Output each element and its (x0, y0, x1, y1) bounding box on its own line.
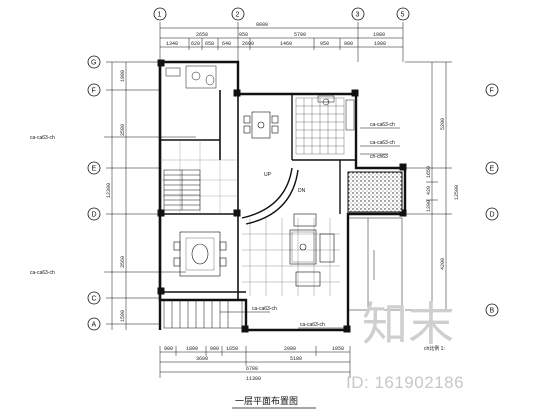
right-dimensions (405, 61, 452, 311)
dining-table (243, 111, 279, 139)
axis-2-label: 2 (236, 12, 240, 19)
top-dimensions (159, 22, 404, 62)
dim-top-total: 9000 (256, 22, 268, 28)
top-axis-markers: 1 2 3 5 (153, 7, 410, 21)
dim-right-5: 420 (426, 186, 432, 195)
bottom-dimension-text: 900 1800 900 1650 2080 1050 3600 5180 67… (164, 346, 344, 382)
dim-top-3: 5700 (294, 32, 306, 38)
dim-bottom-total-2: 11300 (246, 376, 261, 382)
axis-1-label: 1 (158, 12, 162, 19)
living-tile-grid (242, 218, 340, 296)
dim-bottom-3: 900 (210, 346, 219, 352)
axis-right-D-label: D (490, 212, 495, 219)
dim-bottom-6: 1050 (332, 346, 344, 352)
dim-top-d6: 1460 (280, 41, 292, 47)
dim-top-4: 1980 (373, 32, 385, 38)
scale-note: ch比例 1: (424, 345, 445, 352)
axis-E-label: E (92, 166, 97, 173)
leader-label-1: ca-ca63-ch (30, 135, 55, 141)
lightwell-hatched-area (347, 171, 403, 213)
axis-A-label: A (92, 322, 97, 329)
dim-bottom-mid-2: 5180 (290, 356, 302, 362)
left-dimensions (106, 61, 160, 330)
stair-up-label: UP (264, 172, 272, 178)
kitchen-tile-grid (295, 97, 345, 155)
dim-bottom-4: 1650 (226, 346, 238, 352)
curved-partition (241, 167, 299, 225)
staircase (163, 169, 201, 211)
dim-left-4: 3560 (120, 256, 126, 268)
lounge-table-set (173, 231, 227, 277)
right-dimension-text: 5200 4200 12500 1650 420 1200 (426, 118, 460, 270)
axis-F-label: F (92, 88, 96, 95)
axis-right-E-label: E (490, 166, 495, 173)
drawing-title: 一层平面布置图 (235, 395, 298, 407)
dim-top-d8: 900 (344, 41, 353, 47)
dim-top-2: 950 (239, 32, 248, 38)
kitchen-counter (317, 95, 355, 131)
bathroom-fixtures (165, 65, 217, 89)
dim-left-3: 12300 (106, 183, 112, 198)
axis-C-label: C (92, 296, 97, 303)
dim-top-1: 2650 (196, 32, 208, 38)
dim-left-5: 1590 (120, 310, 126, 322)
dim-left-1: 1980 (120, 70, 126, 82)
axis-5-label: 5 (401, 12, 405, 19)
axis-right-F-label: F (490, 88, 494, 95)
left-dimension-text: 1980 3580 12300 3560 1590 (106, 70, 126, 322)
leader-lines (104, 127, 400, 329)
leader-label-7: ca-ca63-ch (252, 306, 277, 312)
dim-bottom-2: 1800 (186, 346, 198, 352)
dim-top-d3: 650 (205, 41, 214, 47)
right-axis-markers: F E D B (485, 83, 499, 317)
dim-top-d5: 2600 (242, 41, 254, 47)
dim-right-6: 1200 (426, 200, 432, 212)
top-dimension-text: 9000 2650 950 5700 1980 1340 620 650 640… (166, 22, 386, 47)
dim-bottom-mid-1: 3600 (196, 356, 208, 362)
watermark-id: ID: 161902186 (346, 373, 464, 392)
dim-bottom-1: 900 (164, 346, 173, 352)
axis-D-label: D (92, 212, 97, 219)
exterior-steps (347, 217, 403, 311)
leader-label-6: ca-ca63-ch (300, 322, 325, 328)
watermark: 知末 ID: 161902186 (346, 297, 464, 392)
leader-label-4: ca-ca63-ch (370, 140, 395, 146)
dim-right-1: 5200 (440, 118, 446, 130)
leader-label-3: ca-ca63-ch (370, 122, 395, 128)
axis-G-label: G (91, 60, 96, 67)
watermark-logo: 知末 (362, 297, 454, 351)
left-axis-markers: G F E D C A (87, 55, 101, 331)
leader-label-5: ch-ch63 (370, 154, 388, 160)
dim-top-d4: 640 (222, 41, 231, 47)
dim-top-d2: 620 (191, 41, 200, 47)
axis-right-B-label: B (490, 308, 495, 315)
deck-slats (163, 299, 243, 329)
bottom-dimensions (159, 346, 351, 378)
leader-labels: ca-ca63-ch ca-ca63-ch ca-ca63-ch ca-ca63… (30, 122, 395, 328)
dim-top-d1: 1340 (166, 41, 178, 47)
hall-tile-grid (160, 140, 238, 214)
stair-dn-label: DN (298, 188, 306, 194)
dim-top-d7: 950 (320, 41, 329, 47)
dim-right-3: 12500 (454, 185, 460, 200)
dim-bottom-5: 2080 (284, 346, 296, 352)
dim-right-2: 4200 (440, 258, 446, 270)
dim-right-4: 1650 (426, 166, 432, 178)
leader-label-2: ca-ca63-ch (30, 270, 55, 276)
living-sofa-set (289, 213, 335, 287)
axis-3-label: 3 (356, 12, 360, 19)
drawing-title-block: 一层平面布置图 (232, 395, 316, 409)
dim-left-2: 3580 (120, 124, 126, 136)
dim-top-d9: 1980 (374, 41, 386, 47)
dim-bottom-total-1: 6780 (246, 366, 258, 372)
